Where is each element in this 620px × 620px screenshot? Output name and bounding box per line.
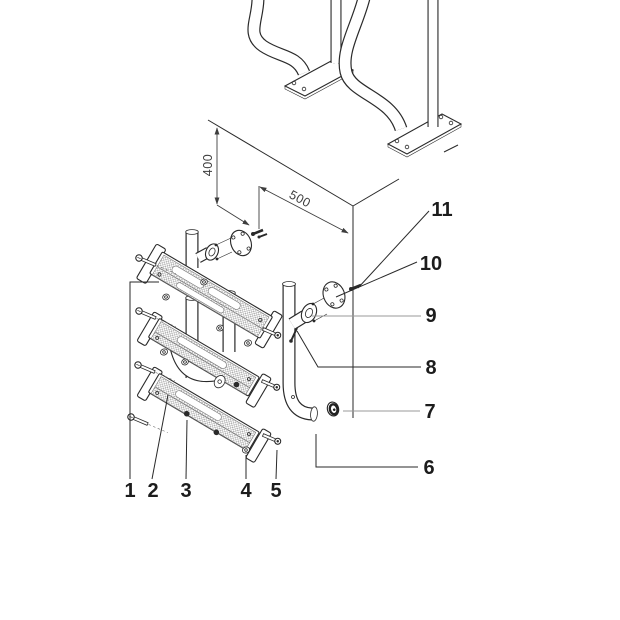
mount-right	[288, 281, 346, 343]
handrail-right	[338, 0, 463, 158]
leader-lines	[129, 210, 430, 480]
saddle-washer	[213, 375, 226, 389]
callout-7: 7	[424, 401, 435, 423]
weep-hole	[291, 395, 295, 399]
screws-right	[260, 327, 282, 445]
dimension-height-label: 400	[201, 154, 215, 176]
nuts-washers	[160, 278, 252, 454]
callout-labels: 1 2 3 4 5 6 7 8 9 10 11	[124, 199, 452, 502]
callout-4: 4	[240, 480, 252, 502]
deck-edges	[207, 119, 459, 418]
flange-stud	[290, 327, 298, 342]
wall-disc	[229, 229, 253, 257]
callout-3: 3	[180, 480, 191, 502]
step-2	[137, 311, 272, 408]
callout-11: 11	[431, 199, 452, 221]
handrail-left	[247, 0, 355, 100]
wall-disc	[322, 281, 346, 309]
dimension-width-label: 500	[287, 188, 313, 211]
callout-5: 5	[270, 480, 281, 502]
step-tube-curved	[282, 281, 318, 422]
callout-8: 8	[425, 357, 436, 379]
hex-screw-head	[183, 410, 190, 417]
callout-1: 1	[124, 480, 135, 502]
dimension-height: 400	[201, 127, 250, 226]
callout-10: 10	[420, 253, 442, 275]
screws-left	[127, 254, 176, 433]
step-3	[137, 366, 272, 463]
anchor-screw-upper	[251, 228, 264, 236]
callout-2: 2	[147, 480, 158, 502]
grommet	[326, 401, 340, 417]
hex-screw-head	[213, 429, 220, 436]
dimension-width: 500	[258, 186, 349, 234]
mount-upper-left	[185, 229, 268, 268]
washer-part-4	[242, 446, 250, 454]
callout-9: 9	[425, 305, 436, 327]
callout-6: 6	[423, 457, 434, 479]
screw-part-5	[261, 433, 282, 445]
step-1	[136, 243, 283, 349]
